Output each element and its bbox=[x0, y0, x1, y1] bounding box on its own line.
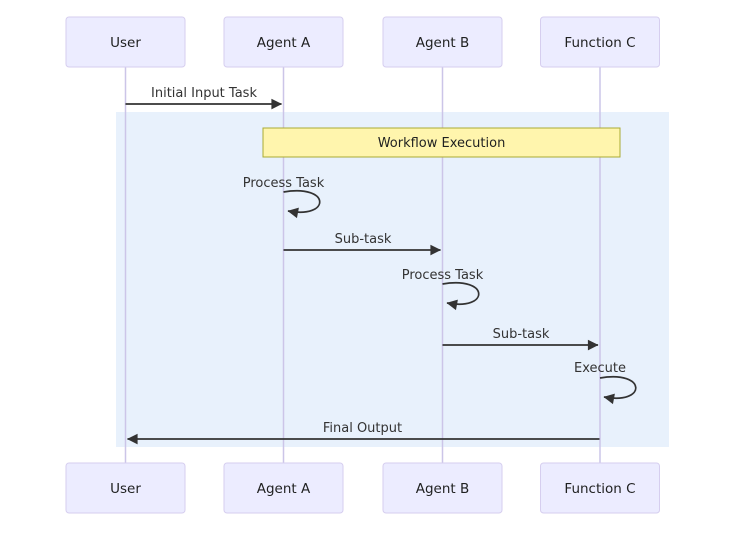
actor-label: Function C bbox=[564, 35, 635, 51]
actor-box bbox=[382, 462, 503, 514]
note-label: Workflow Execution bbox=[378, 136, 506, 151]
message-label: Initial Input Task bbox=[151, 86, 257, 101]
actor-bottom-agent-a: Agent A bbox=[223, 462, 344, 514]
message-label: Sub-task bbox=[335, 232, 392, 247]
actor-top-user: User bbox=[65, 16, 186, 68]
actor-label: Agent B bbox=[416, 35, 470, 51]
actor-label: User bbox=[110, 35, 141, 51]
actor-label: Function C bbox=[564, 481, 635, 497]
actor-bottom-agent-b: Agent B bbox=[382, 462, 503, 514]
self-loop-arrow bbox=[599, 375, 637, 405]
actor-box bbox=[540, 462, 660, 514]
message-sub-task-a-to-b: Sub-task bbox=[283, 232, 442, 256]
actor-label: Agent A bbox=[257, 481, 311, 497]
message-final-output: Final Output bbox=[126, 421, 600, 445]
workflow-highlight-region bbox=[116, 112, 669, 447]
message-label: Sub-task bbox=[493, 327, 550, 342]
self-loop-execute-function-c: Execute bbox=[574, 361, 637, 405]
actor-top-function-c: Function C bbox=[540, 16, 660, 68]
actor-label: Agent A bbox=[257, 35, 311, 51]
self-loop-process-task-agent-a: Process Task bbox=[243, 176, 325, 219]
actor-box bbox=[382, 16, 503, 68]
actor-label: Agent B bbox=[416, 481, 470, 497]
message-label: Process Task bbox=[243, 176, 325, 191]
actor-box bbox=[65, 16, 186, 68]
note-workflow-execution: Workflow Execution bbox=[262, 127, 621, 158]
message-label: Process Task bbox=[402, 268, 484, 283]
actor-top-agent-a: Agent A bbox=[223, 16, 344, 68]
message-sub-task-b-to-c: Sub-task bbox=[442, 327, 599, 351]
actor-bottom-function-c: Function C bbox=[540, 462, 660, 514]
message-label: Final Output bbox=[323, 421, 402, 436]
actor-box bbox=[223, 16, 344, 68]
actor-label: User bbox=[110, 481, 141, 497]
self-loop-arrow bbox=[283, 189, 321, 219]
actor-bottom-user: User bbox=[65, 462, 186, 514]
actor-top-agent-b: Agent B bbox=[382, 16, 503, 68]
note-box bbox=[262, 127, 621, 158]
self-loop-arrow bbox=[442, 281, 480, 311]
message-label: Execute bbox=[574, 361, 626, 376]
message-initial-input-task: Initial Input Task bbox=[125, 86, 283, 110]
actor-box bbox=[540, 16, 660, 68]
actor-box bbox=[223, 462, 344, 514]
actor-box bbox=[65, 462, 186, 514]
self-loop-process-task-agent-b: Process Task bbox=[402, 268, 484, 311]
